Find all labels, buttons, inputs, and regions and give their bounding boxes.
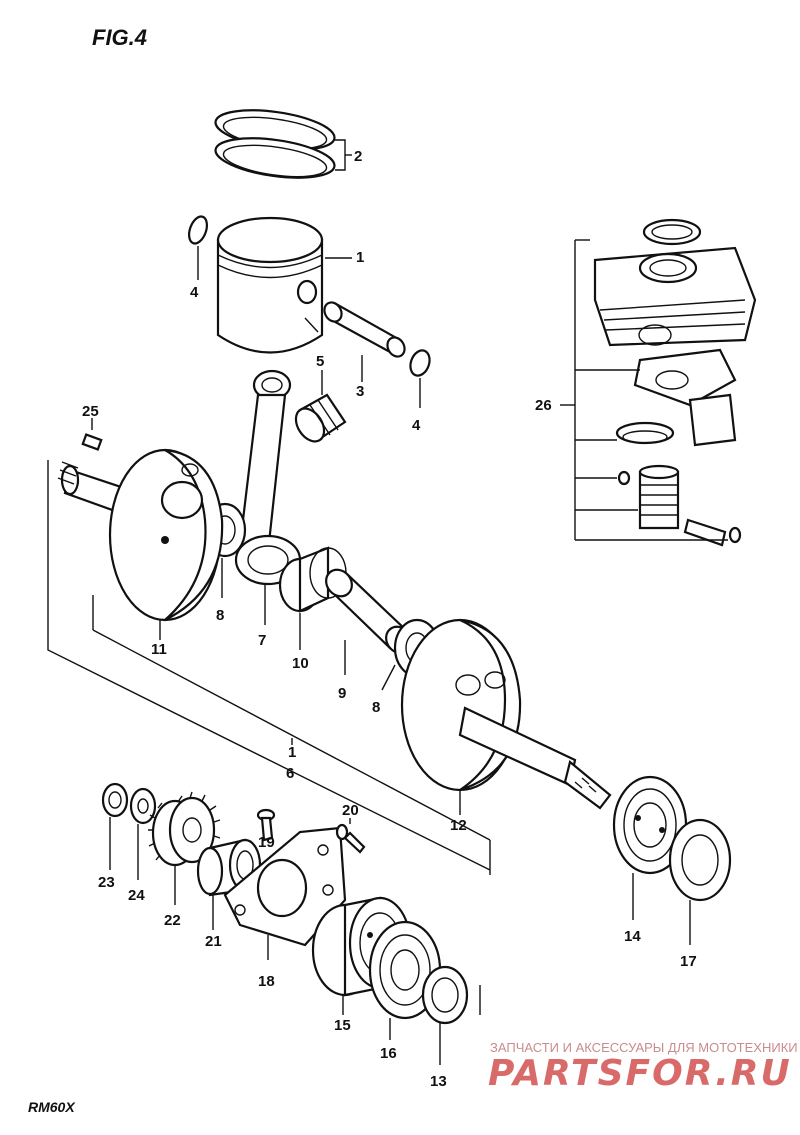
- callout-24: 24: [128, 887, 145, 904]
- retainer-bolt: [256, 808, 276, 842]
- circlip-right: [409, 349, 431, 377]
- crankshaft-left-half: [57, 448, 224, 622]
- callout-2: 2: [354, 148, 362, 165]
- connecting-rod: [234, 369, 302, 586]
- watermark-tagline: ЗАПЧАСТИ И АКСЕССУАРЫ ДЛЯ МОТОТЕХНИКИ: [490, 1040, 798, 1055]
- callout-11: 11: [151, 641, 167, 658]
- callout-3: 3: [356, 383, 364, 400]
- main-bearing-right: [612, 775, 688, 875]
- callout-1: 1: [356, 249, 364, 266]
- piston-rings: [214, 109, 336, 179]
- watermark-logo: PARTSFOR.RU: [488, 1053, 792, 1094]
- dowel-pin: [335, 823, 366, 854]
- callout-6: 6: [286, 765, 294, 782]
- callout-17: 17: [680, 953, 697, 970]
- cylinder-kit: [593, 218, 757, 547]
- piston-pin: [323, 301, 406, 358]
- callout-25: 25: [82, 403, 99, 420]
- callout-19: 19: [258, 834, 275, 851]
- circlip-left: [187, 215, 209, 245]
- lock-washer: [129, 787, 157, 825]
- crankshaft-right-half: [400, 618, 612, 810]
- model-code: RM60X: [28, 1099, 76, 1115]
- needle-bearing-small-end: [294, 393, 347, 443]
- bearing-retainer-plate: [223, 826, 347, 947]
- callout-7: 7: [258, 632, 266, 649]
- callout-20: 20: [342, 802, 359, 819]
- callout-8a: 8: [216, 607, 224, 624]
- woodruff-key: [81, 433, 103, 451]
- callout-16: 16: [380, 1045, 397, 1062]
- callout-6-top: 1: [288, 744, 296, 761]
- oil-seal-left: [421, 965, 469, 1025]
- needle-bearing-big-end: [278, 546, 347, 613]
- callout-14: 14: [624, 928, 641, 945]
- piston: [216, 216, 324, 354]
- oil-seal-right: [668, 818, 732, 902]
- callout-15: 15: [334, 1017, 351, 1034]
- callout-21: 21: [205, 933, 222, 950]
- callout-4b: 4: [412, 417, 421, 434]
- callout-26: 26: [535, 397, 552, 414]
- crank-nut: [101, 782, 129, 818]
- figure-title: FIG.4: [92, 25, 147, 50]
- callout-8b: 8: [372, 699, 380, 716]
- primary-drive-gear: [148, 791, 221, 867]
- callout-22: 22: [164, 912, 181, 929]
- callout-5: 5: [316, 353, 324, 370]
- callout-10: 10: [292, 655, 309, 672]
- callout-4a: 4: [190, 284, 199, 301]
- callout-9: 9: [338, 685, 346, 702]
- callout-18: 18: [258, 973, 275, 990]
- callout-13: 13: [430, 1073, 447, 1090]
- callout-23: 23: [98, 874, 115, 891]
